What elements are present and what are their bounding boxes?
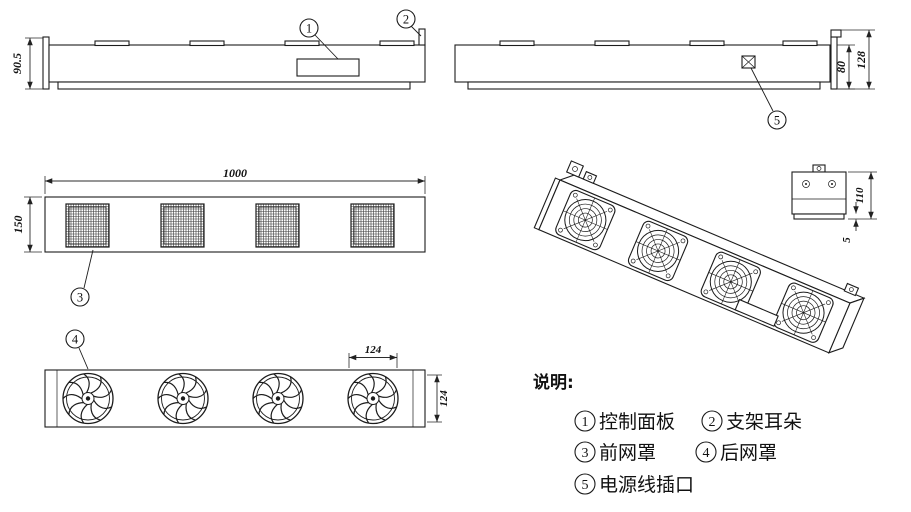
- front-face: [538, 179, 851, 354]
- legend-item-bracket-ear: 2 支架耳朵: [701, 410, 802, 433]
- legend-num-3: 3: [582, 446, 589, 461]
- callout-5-number: 5: [774, 114, 780, 128]
- dim-total-height: 128: [854, 51, 868, 69]
- front-grille-4: [350, 203, 395, 248]
- callout-front-mesh: 3: [70, 249, 94, 307]
- callout-3-number: 3: [77, 291, 83, 305]
- front-grille-2: [160, 203, 205, 248]
- mount-tab: [284, 40, 320, 47]
- callout-power-socket: 5: [750, 67, 787, 130]
- bracket-ear-right: [843, 282, 860, 297]
- dim-fan-width: 124: [365, 344, 382, 356]
- callout-1-number: 1: [306, 22, 312, 36]
- legend-item-front-mesh: 3 前网罩: [574, 441, 656, 464]
- front-view: 1000 150 3: [11, 166, 426, 307]
- dim-fan-depth: 124: [438, 390, 450, 407]
- front-grille-1: [65, 203, 110, 248]
- legend-num-4: 4: [703, 446, 710, 461]
- rear-fan-4: [348, 374, 398, 424]
- isometric-view: [533, 160, 866, 354]
- mount-tab: [189, 40, 225, 47]
- rear-fan-3: [253, 374, 303, 424]
- bracket-ear-left: [565, 160, 598, 185]
- legend-num-5: 5: [582, 478, 589, 493]
- legend-num-1: 1: [582, 415, 589, 430]
- dim-length: 1000: [223, 166, 247, 180]
- callout-control-panel: 1: [299, 18, 339, 60]
- power-socket: [741, 55, 756, 69]
- bracket-hook: [830, 29, 842, 38]
- dim-back-height: 80: [834, 61, 848, 73]
- legend-label-1: 控制面板: [599, 411, 675, 433]
- rear-fan-1: [63, 374, 113, 424]
- legend-num-2: 2: [709, 415, 716, 430]
- legend-item-power-socket: 5 电源线插口: [574, 473, 694, 496]
- legend: 说明: 1 控制面板 2 支架耳朵 3 前网罩 4 后网罩 5 电源线插口: [533, 372, 802, 496]
- legend-label-5: 电源线插口: [599, 474, 694, 496]
- mount-tab: [689, 40, 725, 47]
- callout-4-number: 4: [72, 333, 79, 347]
- front-grille-3: [255, 203, 300, 248]
- legend-title: 说明:: [533, 372, 574, 393]
- screw-hole: [802, 180, 810, 188]
- bracket-ear: [418, 28, 426, 46]
- hanger-tab: [812, 164, 826, 173]
- bottom-view: 4 124 124: [44, 329, 450, 428]
- mount-tab: [499, 40, 535, 47]
- legend-label-4: 后网罩: [720, 442, 777, 464]
- callout-rear-mesh: 4: [65, 329, 89, 370]
- dim-front-height: 150: [11, 216, 25, 234]
- rear-fan-2: [158, 374, 208, 424]
- side-view-front: 90.5 1 2: [10, 9, 426, 90]
- dim-lip: 5: [841, 237, 853, 243]
- mount-tab: [594, 40, 630, 47]
- bottom-lip: [793, 213, 845, 220]
- legend-item-control-panel: 1 控制面板: [574, 410, 675, 433]
- mount-tab: [94, 40, 130, 47]
- dim-side-height: 90.5: [10, 53, 24, 74]
- legend-label-2: 支架耳朵: [726, 411, 802, 433]
- mount-tab: [782, 40, 818, 47]
- end-detail-view: 110 5: [791, 164, 877, 243]
- side-view-back: 5 80 128: [454, 29, 875, 130]
- callout-2-number: 2: [403, 13, 409, 27]
- iso-control-panel: [734, 298, 779, 327]
- dim-end-height: 110: [854, 187, 866, 203]
- callout-bracket-ear: 2: [396, 9, 422, 37]
- legend-item-rear-mesh: 4 后网罩: [695, 441, 777, 464]
- screw-hole: [828, 180, 836, 188]
- control-panel: [296, 58, 360, 77]
- legend-label-3: 前网罩: [599, 442, 656, 464]
- mount-tab: [379, 40, 415, 47]
